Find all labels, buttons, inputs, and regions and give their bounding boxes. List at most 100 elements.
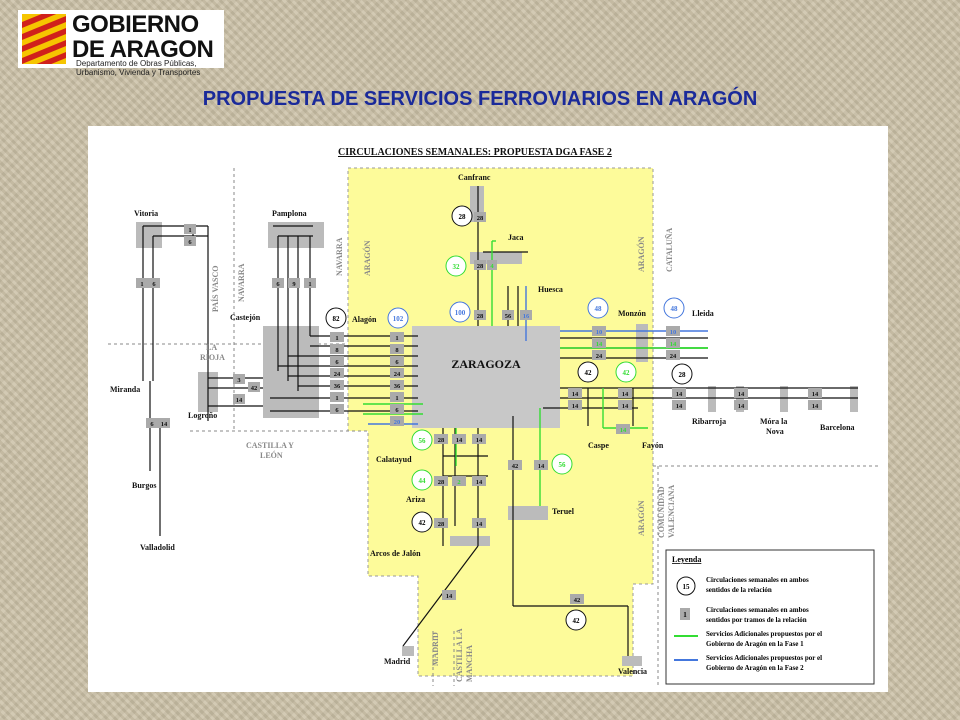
legend-line-1b: sentidos de la relación <box>706 586 772 594</box>
department-name: Departamento de Obras Públicas, Urbanism… <box>76 59 200 77</box>
region-aragon-3: ARAGÓN <box>636 500 646 536</box>
box-miranda-6: 6 <box>152 281 156 288</box>
box-jaca-28: 28 <box>477 263 484 270</box>
box-alagon-1b: 1 <box>395 395 398 402</box>
legend-line-2b: sentidos por tramos de la relación <box>706 616 807 624</box>
region-castilla-la: CASTILLA LA <box>455 628 464 682</box>
railway-map: ZARAGOZA CIRCULACIONES SEMANALES: PROPUE… <box>108 147 878 686</box>
region-aragon-1: ARAGÓN <box>362 240 372 276</box>
box-west-6b: 6 <box>335 407 339 414</box>
legend-line-4a: Servicios Adicionales propuestos por el <box>706 654 822 662</box>
box-ariza-28: 28 <box>438 479 445 486</box>
station-ribarroja: Ribarroja <box>692 417 726 426</box>
box-pamplona-6: 6 <box>276 281 280 288</box>
box-alagon-20: 20 <box>394 419 401 426</box>
box-ariza-2: 2 <box>457 479 460 486</box>
dept-line-2: Urbanismo, Vivienda y Transportes <box>76 68 201 77</box>
box-madrid-14: 14 <box>446 593 453 600</box>
region-mancha: MANCHA <box>465 645 474 682</box>
station-vitoria: Vitoria <box>134 209 158 218</box>
station-logrono: Logroño <box>188 411 217 420</box>
station-huesca: Huesca <box>538 285 563 294</box>
box-teruel-14: 14 <box>538 463 545 470</box>
circle-canfranc: 28 <box>459 213 467 221</box>
box-pamplona-9: 9 <box>292 281 296 288</box>
station-fayon: Fayón <box>642 441 664 450</box>
station-arcos: Arcos de Jalón <box>370 549 421 558</box>
legend-line-3b: Gobierno de Aragón en la Fase 1 <box>706 640 804 648</box>
logo-line-1: GOBIERNO <box>72 11 199 38</box>
box-calatayud-14b: 14 <box>476 437 483 444</box>
box-west-1b: 1 <box>335 395 338 402</box>
circle-huesca: 100 <box>455 309 466 317</box>
dept-line-1: Departamento de Obras Públicas, <box>76 59 197 68</box>
box-caspe-14a: 14 <box>572 391 579 398</box>
circle-caspe: 42 <box>585 369 593 377</box>
zaragoza-hub <box>412 326 560 428</box>
box-alagon-8: 8 <box>395 347 399 354</box>
box-huesca-16: 16 <box>523 313 530 320</box>
box-west-1: 1 <box>335 335 338 342</box>
box-huesca-56: 56 <box>505 313 512 320</box>
region-castilla-leon-1: CASTILLA Y <box>246 441 294 450</box>
circle-valencia: 42 <box>573 617 581 625</box>
box-ariza-14: 14 <box>476 479 483 486</box>
box-canfranc-28: 28 <box>477 215 484 222</box>
region-navarra-2: NAVARRA <box>237 263 246 302</box>
station-caspe: Caspe <box>588 441 609 450</box>
region-comunidad: COMUNIDAD <box>657 486 666 538</box>
station-valladolid: Valladolid <box>140 543 175 552</box>
railway-map-panel: ZARAGOZA CIRCULACIONES SEMANALES: PROPUE… <box>88 126 888 692</box>
circle-alagon-add: 102 <box>393 315 404 323</box>
circle-calatayud-add: 56 <box>419 437 427 445</box>
logo-wordmark: GOBIERNO DE ARAGON <box>72 11 214 63</box>
station-mora-2: Nova <box>766 427 784 436</box>
box-mora-14a: 14 <box>738 391 745 398</box>
station-castejon: Castejón <box>230 313 261 322</box>
region-aragon-2: ARAGÓN <box>636 236 646 272</box>
box-huesca-28: 28 <box>477 313 484 320</box>
box-fayon-14a: 14 <box>622 391 629 398</box>
region-castilla-leon-2: LEÓN <box>260 450 283 460</box>
box-vitoria-1: 1 <box>188 227 191 234</box>
legend-line-1a: Circulaciones semanales en ambos <box>706 576 809 584</box>
box-east-10: 10 <box>596 329 603 336</box>
box-calatayud-14a: 14 <box>456 437 463 444</box>
box-east-14: 14 <box>596 341 603 348</box>
region-la: LA <box>206 343 217 352</box>
station-jaca: Jaca <box>508 233 524 242</box>
box-logrono-3: 3 <box>237 377 241 384</box>
station-mora-1: Móra la <box>760 417 787 426</box>
box-valencia-42: 42 <box>574 597 581 604</box>
region-cataluna: CATALUÑA <box>665 228 674 272</box>
box-alagon-6: 6 <box>395 359 399 366</box>
region-navarra: NAVARRA <box>335 237 344 276</box>
box-alagon-36: 36 <box>394 383 401 390</box>
box-west-8: 8 <box>335 347 339 354</box>
hub-label: ZARAGOZA <box>451 357 521 371</box>
circle-monzon-add: 48 <box>595 305 603 313</box>
box-west-24: 24 <box>334 371 341 378</box>
circle-barcelona: 28 <box>679 371 687 379</box>
box-ribarroja-14b: 14 <box>676 403 683 410</box>
box-lleida-14: 14 <box>670 341 677 348</box>
box-alagon-1: 1 <box>395 335 398 342</box>
station-monzon: Monzón <box>618 309 647 318</box>
box-east-24: 24 <box>596 353 603 360</box>
legend-box-value: 1 <box>683 611 687 619</box>
box-bcn-14b: 14 <box>812 403 819 410</box>
box-caspe-14b: 14 <box>572 403 579 410</box>
box-lleida-10: 10 <box>670 329 677 336</box>
station-barcelona: Barcelona <box>820 423 855 432</box>
circle-jaca-add: 32 <box>453 263 461 271</box>
box-arcos-14: 14 <box>476 521 483 528</box>
box-miranda-1: 1 <box>140 281 143 288</box>
legend-line-3a: Servicios Adicionales propuestos por el <box>706 630 822 638</box>
station-lleida: Lleida <box>692 309 714 318</box>
region-pais-vasco: PAÍS VASCO <box>210 266 220 312</box>
station-burgos: Burgos <box>132 481 156 490</box>
station-alagon: Alagón <box>352 315 377 324</box>
logo-line-2: DE ARAGON <box>72 36 214 63</box>
station-miranda: Miranda <box>110 385 140 394</box>
region-valenciana: VALENCIANA <box>667 485 676 538</box>
